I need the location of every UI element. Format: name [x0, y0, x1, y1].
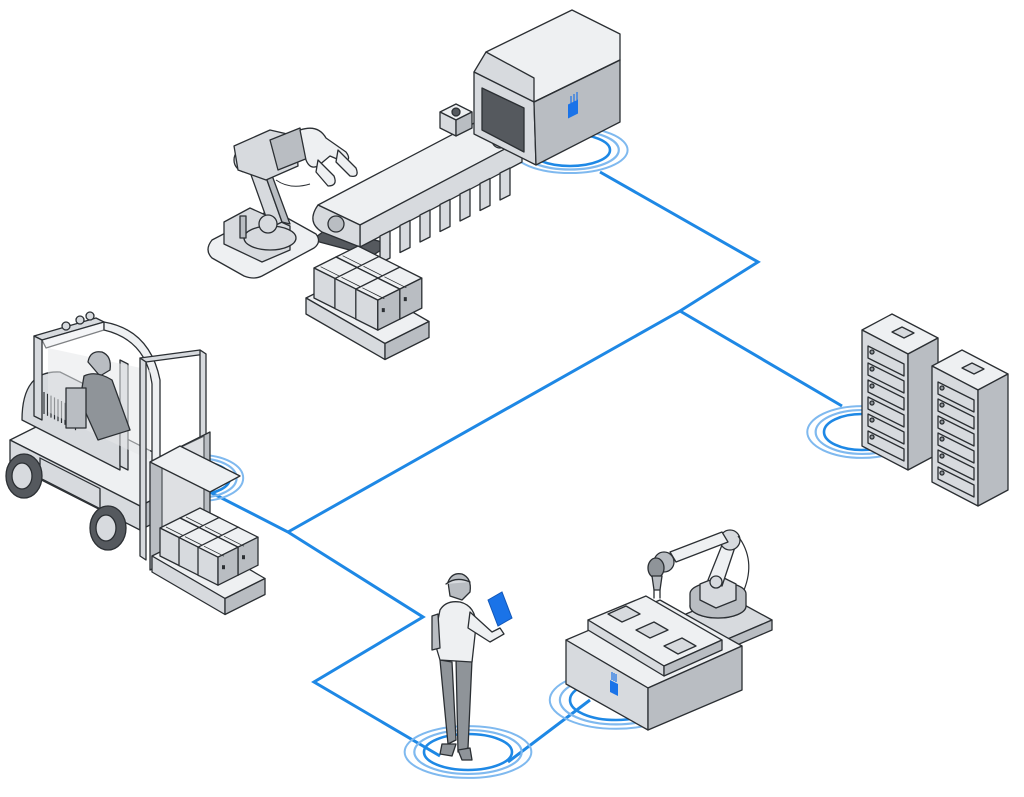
conveyor-cleat	[479, 177, 491, 212]
server-unit	[867, 362, 905, 394]
box-label	[403, 297, 407, 302]
server-led	[939, 436, 945, 442]
forklift-wheels	[5, 453, 127, 551]
conveyor-cleat	[459, 188, 471, 222]
small-box-on-belt	[439, 103, 473, 137]
server-led	[869, 366, 875, 372]
cardboard-box	[197, 536, 239, 586]
box-tape	[223, 535, 245, 547]
server-unit	[937, 398, 975, 430]
server-led	[869, 434, 875, 440]
network-links	[201, 170, 843, 764]
box-label	[242, 555, 245, 560]
box-tape	[384, 276, 407, 289]
pallet-boxes-center	[305, 245, 430, 361]
network-link-worker-panel	[507, 698, 591, 764]
server-unit	[937, 432, 975, 464]
pallet-boxes-forklift	[151, 507, 266, 616]
server-unit	[937, 381, 975, 413]
server-unit	[937, 466, 975, 498]
box-tape	[362, 287, 385, 300]
screen-2	[635, 621, 669, 639]
conveyor-belt	[311, 119, 523, 264]
tablet-icon	[487, 591, 513, 627]
server-rack	[861, 313, 939, 471]
conveyor-cleat	[419, 209, 431, 243]
conveyor-cleats	[379, 167, 511, 264]
rack-side	[977, 373, 1009, 507]
server-unit	[867, 430, 905, 462]
server-unit	[867, 345, 905, 377]
server-unit	[867, 379, 905, 411]
server-unit	[937, 415, 975, 447]
server-led	[939, 453, 945, 459]
pallet-front	[224, 577, 266, 616]
rack-vent	[961, 362, 985, 375]
server-led	[939, 385, 945, 391]
server-unit	[867, 413, 905, 445]
network-link-conveyor-trunk	[287, 170, 761, 534]
worker-with-tablet	[431, 573, 513, 761]
server-led	[869, 400, 875, 406]
server-unit	[937, 449, 975, 481]
box-label	[381, 308, 385, 313]
scanner-tunnel	[473, 9, 621, 166]
control-screens	[607, 605, 697, 655]
box-label	[222, 565, 225, 570]
box-right	[377, 288, 401, 331]
server-rack	[931, 349, 1009, 507]
control-panel-robot	[565, 529, 773, 731]
box-right	[217, 546, 239, 586]
server-unit	[867, 396, 905, 428]
server-led	[869, 349, 875, 355]
screen-3	[663, 637, 697, 655]
conveyor-cleat	[439, 198, 451, 233]
sensor-icon	[610, 672, 618, 696]
conveyor-tunnel	[311, 9, 621, 264]
rack-vent	[891, 326, 915, 339]
server-led	[869, 417, 875, 423]
server-racks	[861, 313, 1009, 507]
screen-1	[607, 605, 641, 623]
server-led	[939, 470, 945, 476]
conveyor-cleat	[399, 219, 411, 254]
server-led	[939, 402, 945, 408]
box-tape	[203, 545, 225, 557]
server-led	[939, 419, 945, 425]
network-link-servers	[679, 309, 843, 408]
sensor-icon	[568, 92, 578, 119]
forklift-driver	[65, 351, 131, 441]
robot-arm-palletizer	[207, 127, 358, 279]
pallet-front	[384, 320, 430, 361]
conveyor-cleat	[379, 230, 391, 264]
server-led	[869, 383, 875, 389]
robot-gripper	[299, 127, 358, 187]
conveyor-cleat	[499, 167, 511, 201]
cardboard-box	[355, 277, 401, 331]
network-link-forklift-worker	[201, 486, 441, 758]
